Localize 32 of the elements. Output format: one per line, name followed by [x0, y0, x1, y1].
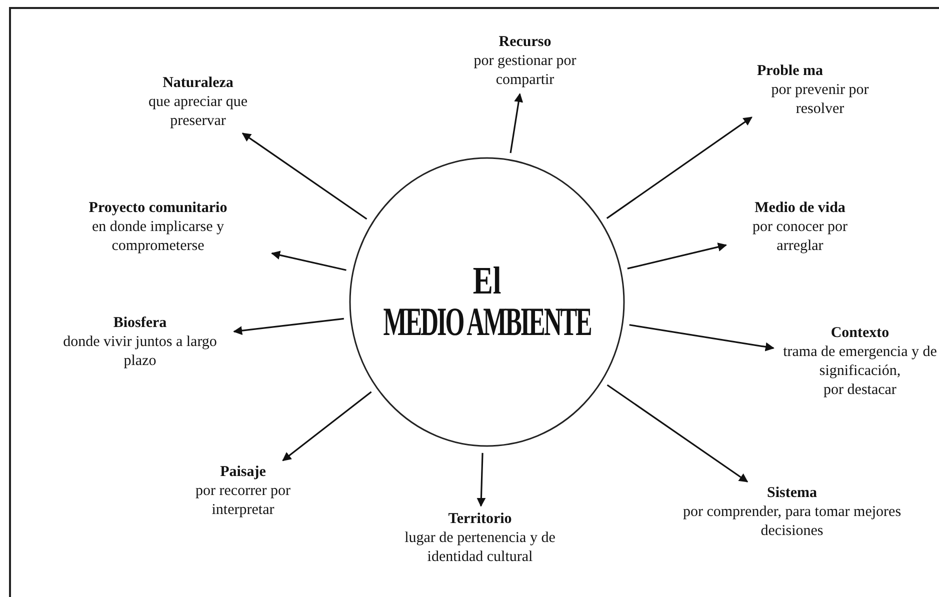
arrow — [627, 242, 727, 270]
arrow — [233, 318, 344, 336]
node-heading: Recurso — [498, 33, 552, 52]
arrow — [606, 384, 748, 482]
arrow — [271, 250, 346, 271]
arrow — [476, 452, 486, 507]
node-heading: Contexto — [830, 324, 890, 343]
node-description: lugar de pertenencia y de identidad cultural — [404, 529, 556, 567]
node-description: por comprender, para tomar mejores decisiones — [682, 503, 902, 541]
node-description: donde vivir juntos a largo plazo — [62, 333, 218, 371]
arrow — [282, 391, 372, 462]
node-heading: Territorio — [447, 510, 513, 529]
node-description: por recorrer por interpretar — [194, 482, 292, 520]
node-description: en donde implicarse y comprometerse — [90, 218, 226, 256]
node-description: por prevenir por resolver — [770, 81, 870, 119]
node-heading: Proble ma — [756, 62, 824, 81]
arrow — [629, 324, 774, 352]
node-description: por destacar — [822, 381, 898, 400]
node-heading: Sistema — [766, 484, 818, 503]
node-heading: Paisaje — [219, 463, 267, 482]
node-heading: Naturaleza — [162, 74, 234, 93]
arrow — [242, 132, 368, 220]
arrow — [606, 116, 752, 219]
node-heading: Proyecto comunitario — [88, 199, 228, 218]
node-heading: Medio de vida — [754, 199, 846, 218]
ellipse-title: MEDIO AMBIENTE — [382, 300, 592, 347]
node-description: por gestionar por compartir — [472, 52, 578, 90]
node-heading: Biosfera — [112, 314, 168, 333]
node-description: por conocer por arreglar — [752, 218, 848, 256]
ellipse-title: El — [472, 262, 502, 302]
node-description: que apreciar que preservar — [147, 93, 249, 131]
arrow — [510, 93, 524, 154]
